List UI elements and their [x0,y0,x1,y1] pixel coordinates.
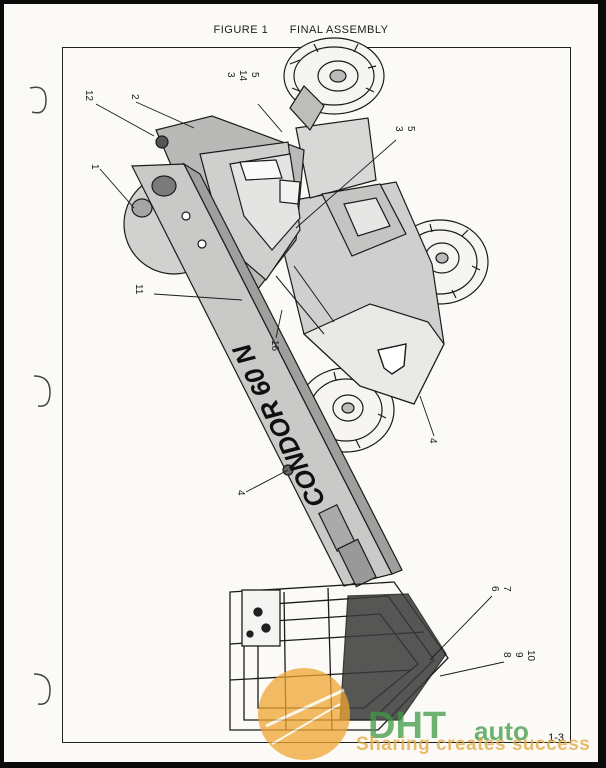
callout-12: 12 [83,90,94,102]
platform-basket [229,581,449,731]
callout-5-right: 5 [405,126,416,132]
watermark-tagline: Sharing creates success [356,734,591,755]
callout-14: 14 [237,70,248,82]
callout-2: 2 [129,94,140,100]
boom [131,162,403,588]
binder-hole-middle [33,375,51,407]
watermark-logo-text: DHT [368,705,446,747]
engine-compartment [289,85,407,257]
callout-10: 10 [525,650,536,662]
callout-6: 6 [489,586,500,592]
figure-label: FIGURE 1 [213,24,269,36]
callout-7: 7 [501,586,512,592]
watermark-logo: DHT auto [258,668,529,760]
watermark-word: auto [474,716,529,746]
callout-8: 8 [501,652,512,658]
callout-3-top: 3 [225,72,236,78]
figure-title: FIGURE 1 FINAL ASSEMBLY [4,24,598,36]
page-number: 1-3 [548,732,564,744]
callout-9: 9 [513,652,524,658]
chassis [271,181,445,405]
callout-4-boom: 4 [235,490,246,496]
callout-4-right: 4 [427,438,438,444]
binder-hole-top [29,86,47,114]
binder-hole-bottom [33,673,51,705]
callout-5-top: 5 [249,72,260,78]
figure-name: FINAL ASSEMBLY [289,24,389,36]
assembly-drawing: CONDOR 60 N [29,37,536,760]
callout-11: 11 [133,284,144,295]
callout-16: 16 [269,340,280,352]
callout-1: 1 [89,164,100,170]
callout-3-right: 3 [393,126,404,132]
manual-page: FIGURE 1 FINAL ASSEMBLY [4,4,598,762]
leader-lines [95,101,505,677]
